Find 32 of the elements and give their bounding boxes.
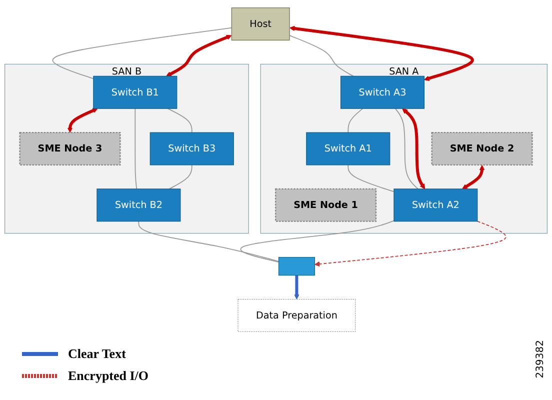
connector xyxy=(348,108,364,134)
connector xyxy=(138,221,280,262)
node-box: SME Node 2 xyxy=(431,132,533,166)
connector xyxy=(289,35,354,77)
node-box: Switch B1 xyxy=(93,76,178,110)
arrow xyxy=(67,108,98,134)
arrow xyxy=(294,276,300,300)
arrow xyxy=(314,221,506,267)
node-box: Data Preparation xyxy=(238,299,356,332)
arrow xyxy=(166,35,232,77)
node-box: Switch A2 xyxy=(394,188,478,222)
arrow xyxy=(290,26,474,82)
arrow xyxy=(402,108,426,190)
node-box: Switch A1 xyxy=(306,132,390,166)
node-box: SME Node 3 xyxy=(19,132,121,166)
connector xyxy=(348,164,394,192)
connector xyxy=(134,108,138,190)
figure-number: 239382 xyxy=(535,340,546,378)
node-box: Host xyxy=(231,8,290,41)
arrow xyxy=(462,165,485,190)
node-box: Switch A3 xyxy=(340,76,424,110)
node-box: Switch B3 xyxy=(150,132,234,166)
connector xyxy=(52,28,232,80)
legend-text: Clear Text xyxy=(68,346,126,362)
node-box: SME Node 1 xyxy=(274,188,377,222)
node-box: Switch B2 xyxy=(96,188,181,222)
connector xyxy=(394,108,418,190)
node-box xyxy=(278,257,315,276)
legend-text: Encrypted I/O xyxy=(68,368,149,384)
connector xyxy=(168,164,192,190)
connector xyxy=(167,108,192,134)
connector xyxy=(240,220,394,263)
